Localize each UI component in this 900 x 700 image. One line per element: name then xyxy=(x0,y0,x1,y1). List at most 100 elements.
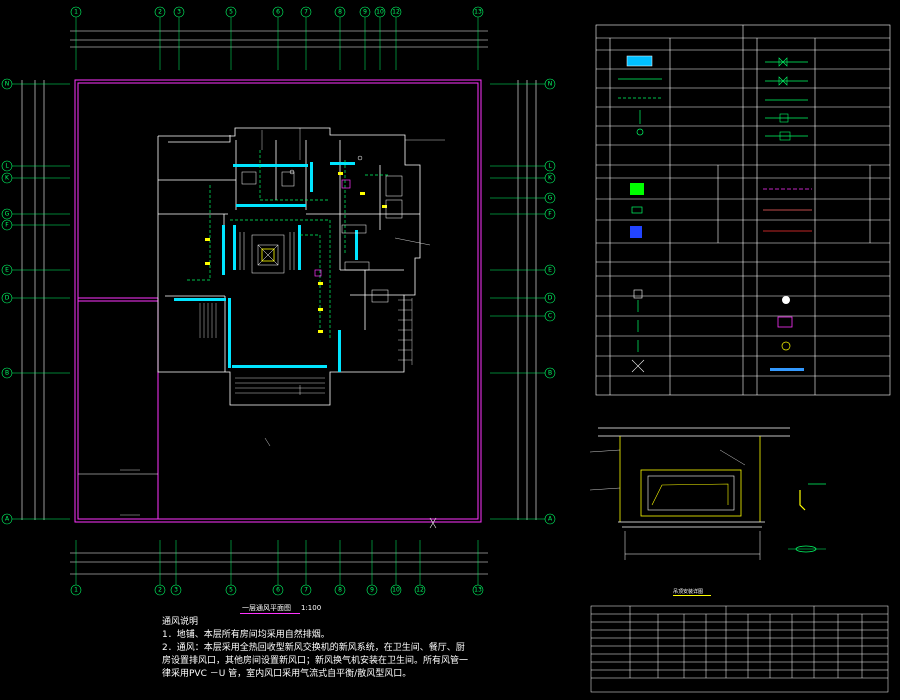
right-dimension-lines xyxy=(517,80,537,520)
svg-text:1: 1 xyxy=(74,9,78,16)
grid-bubble-right-N: N xyxy=(544,78,556,90)
grid-bubble-top-9: 9 xyxy=(359,6,371,18)
svg-text:B: B xyxy=(548,370,552,377)
notes-heading: 通风说明 xyxy=(162,617,199,627)
svg-text:8: 8 xyxy=(338,587,342,594)
svg-text:F: F xyxy=(5,222,9,229)
svg-text:L: L xyxy=(548,163,552,170)
bottom-dimension-lines xyxy=(70,552,488,575)
svg-text:G: G xyxy=(5,211,10,218)
grid-bubble-left-L: L xyxy=(1,160,13,172)
grid-bubble-left-A: A xyxy=(1,513,13,525)
cyan-walls xyxy=(174,162,358,372)
svg-text:K: K xyxy=(548,175,553,182)
grid-bubble-top-3: 3 xyxy=(173,6,185,18)
equipment-table xyxy=(590,605,889,693)
top-grid-lines xyxy=(75,17,479,70)
legend-symbols xyxy=(618,55,812,373)
grid-bubble-left-N: N xyxy=(1,78,13,90)
svg-text:7: 7 xyxy=(304,587,308,594)
svg-text:10: 10 xyxy=(392,587,400,594)
grid-bubble-bottom-10: 10 xyxy=(390,584,402,596)
bottom-grid-bubbles: 1 2 3 5 6 7 8 9 10 12 13 xyxy=(70,584,484,596)
grid-bubble-bottom-5: 5 xyxy=(225,584,237,596)
magenta-markers xyxy=(314,179,351,277)
grid-bubble-right-C: C xyxy=(544,310,556,322)
grid-bubble-right-D: D xyxy=(544,292,556,304)
grid-bubble-bottom-8: 8 xyxy=(334,584,346,596)
top-dimension-lines xyxy=(70,30,488,48)
elevator-shaft xyxy=(261,248,275,262)
top-grid-bubbles: 1 2 3 5 6 7 8 9 10 12 13 xyxy=(70,6,484,18)
grid-bubble-right-F: F xyxy=(544,208,556,220)
grid-bubble-right-E: E xyxy=(544,264,556,276)
detail-title-text: 吊顶安装详图 xyxy=(673,589,704,595)
svg-text:6: 6 xyxy=(276,9,280,16)
grid-bubble-bottom-3: 3 xyxy=(170,584,182,596)
svg-text:9: 9 xyxy=(370,587,374,594)
grid-bubble-top-12: 12 xyxy=(390,6,402,18)
grid-bubble-top-10: 10 xyxy=(374,6,386,18)
grid-bubble-top-7: 7 xyxy=(300,6,312,18)
grid-bubble-left-D: D xyxy=(1,292,13,304)
svg-text:A: A xyxy=(548,516,553,523)
grid-bubble-top-5: 5 xyxy=(225,6,237,18)
notes-line-3: 房设置排风口，其他房间设置新风口；新风换气机安装在卫生间。所有风管一 xyxy=(162,656,469,666)
svg-text:C: C xyxy=(548,313,552,320)
building-plan xyxy=(120,127,445,516)
legend-table xyxy=(595,24,891,396)
grid-bubble-right-A: A xyxy=(544,513,556,525)
svg-text:3: 3 xyxy=(174,587,178,594)
detail-title: 吊顶安装详图 xyxy=(673,588,711,596)
grid-bubble-right-B: B xyxy=(544,367,556,379)
room-fixtures xyxy=(241,155,403,303)
grid-bubble-bottom-7: 7 xyxy=(300,584,312,596)
plan-title: 一层通风平面图 1:100 xyxy=(240,603,322,614)
svg-text:L: L xyxy=(5,163,9,170)
svg-text:2: 2 xyxy=(158,587,162,594)
grid-bubble-right-G: G xyxy=(544,192,556,204)
grid-bubble-right-L: L xyxy=(544,160,556,172)
grid-bubble-top-13: 13 xyxy=(472,6,484,18)
grid-bubble-left-G: G xyxy=(1,208,13,220)
site-boundary xyxy=(74,79,482,523)
grid-bubble-bottom-1: 1 xyxy=(70,584,82,596)
grid-bubble-top-6: 6 xyxy=(272,6,284,18)
grid-bubble-top-1: 1 xyxy=(70,6,82,18)
bottom-grid-lines xyxy=(75,540,479,585)
ceiling-detail xyxy=(589,427,826,560)
grid-bubble-top-2: 2 xyxy=(154,6,166,18)
annotation-leaders xyxy=(120,128,445,516)
plan-title-underline xyxy=(240,613,300,614)
grid-bubble-left-K: K xyxy=(1,172,13,184)
grid-bubble-left-E: E xyxy=(1,264,13,276)
balcony-steps-left xyxy=(199,303,217,338)
plan-title-text: 一层通风平面图 xyxy=(242,604,291,612)
svg-text:1: 1 xyxy=(74,587,78,594)
grid-bubble-bottom-12: 12 xyxy=(414,584,426,596)
svg-text:D: D xyxy=(548,295,553,302)
right-grid-lines xyxy=(490,83,545,520)
notes-line-4: 律采用PVC －U 管，室内风口采用气流式自平衡/散风型风口。 xyxy=(162,669,412,679)
grid-bubble-bottom-9: 9 xyxy=(366,584,378,596)
balcony-steps-right xyxy=(398,298,413,365)
ventilation-ducts xyxy=(185,150,390,340)
left-grid-bubbles: N L K G F E D B A xyxy=(1,78,13,525)
grid-bubble-left-B: B xyxy=(1,367,13,379)
grid-bubble-bottom-2: 2 xyxy=(154,584,166,596)
notes-line-1: 1．地铺、本层所有房间均采用自然排烟。 xyxy=(162,630,330,640)
svg-text:9: 9 xyxy=(363,9,367,16)
plan-scale: 1:100 xyxy=(301,604,322,612)
svg-text:12: 12 xyxy=(392,9,400,16)
right-grid-bubbles: N L K G F E D C B A xyxy=(544,78,556,525)
detail-title-underline xyxy=(673,595,711,596)
svg-text:N: N xyxy=(5,81,10,88)
grid-bubble-right-K: K xyxy=(544,172,556,184)
svg-text:5: 5 xyxy=(229,587,233,594)
svg-text:6: 6 xyxy=(276,587,280,594)
svg-text:E: E xyxy=(548,267,552,274)
svg-text:13: 13 xyxy=(474,9,482,16)
svg-text:G: G xyxy=(548,195,553,202)
svg-text:8: 8 xyxy=(338,9,342,16)
